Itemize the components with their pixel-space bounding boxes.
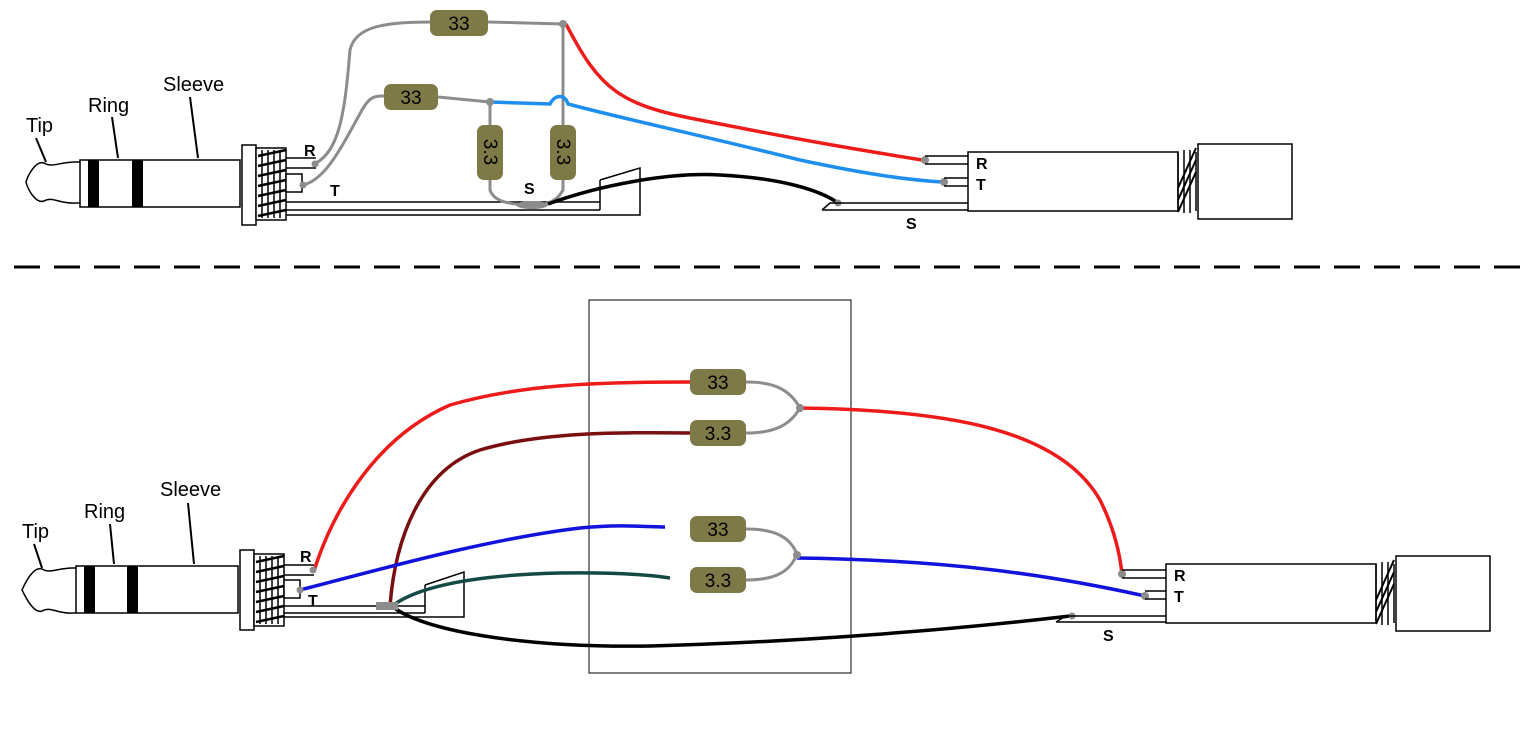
top-socket-r-label: R [976,156,988,173]
bottom-label-pointers [33,502,195,569]
top-blue-wire [489,94,943,184]
top-circuit: 33 33 3.3 3.3 [25,10,1293,233]
bottom-socket-s-label: S [1103,628,1114,645]
bottom-resistor-4-icon: 3.3 [690,567,746,593]
bottom-dark-green-wire [390,571,671,608]
enclosure-box [588,299,852,674]
top-resistor-3-icon: 3.3 [477,125,503,180]
top-sleeve-label: Sleeve [163,74,224,96]
top-plug-s-label: S [524,181,535,198]
top-resistor-2-icon: 33 [384,84,438,110]
top-resistor-4-icon: 3.3 [550,125,576,180]
bottom-plug-r-label: R [300,549,312,566]
top-resistor-3-value: 3.3 [479,139,500,165]
bottom-socket-r-label: R [1174,568,1186,585]
bottom-dark-red-wire [388,430,691,607]
bottom-circuit: 33 3.3 33 3.3 [21,299,1491,674]
top-resistor-1-value: 33 [448,14,469,35]
bottom-ring-label: Ring [84,501,125,523]
bottom-red-wire-left [312,380,691,572]
bottom-resistor-3-icon: 33 [690,516,746,542]
top-resistor-4-value: 3.3 [552,139,573,165]
bottom-black-wire [390,604,1071,648]
bottom-resistor-1-icon: 33 [690,369,746,395]
bottom-blue-wire-left [299,524,666,592]
bottom-red-wire-right [799,406,1124,575]
bottom-plug-t-label: T [308,593,318,610]
bottom-gray-leads [745,380,802,582]
top-socket-s-label: S [906,216,917,233]
bottom-joints [296,404,1149,620]
bottom-tip-label: Tip [22,521,49,543]
top-trs-plug-icon [25,144,641,226]
top-trs-socket-icon [821,143,1293,220]
top-ring-label: Ring [88,95,129,117]
bottom-resistor-2-value: 3.3 [705,424,731,445]
bottom-resistor-2-icon: 3.3 [690,420,746,446]
top-label-pointers [35,96,199,163]
top-black-wire [547,172,840,206]
top-gray-leads [302,20,565,206]
bottom-resistor-3-value: 33 [707,520,728,541]
bottom-resistor-4-value: 3.3 [705,571,731,592]
top-joints [299,20,948,209]
bottom-trs-socket-icon [1055,555,1491,632]
top-resistor-1-icon: 33 [430,10,488,36]
bottom-socket-t-label: T [1174,589,1184,606]
bottom-trs-plug-icon [21,549,465,631]
bottom-blue-wire-right [796,556,1146,598]
bottom-resistor-1-value: 33 [707,373,728,394]
top-tip-label: Tip [26,115,53,137]
top-red-wire [564,23,923,162]
top-socket-t-label: T [976,177,986,194]
top-resistor-2-value: 33 [400,88,421,109]
top-plug-r-label: R [304,143,316,160]
bottom-sleeve-label: Sleeve [160,479,221,501]
top-plug-t-label: T [330,183,340,200]
